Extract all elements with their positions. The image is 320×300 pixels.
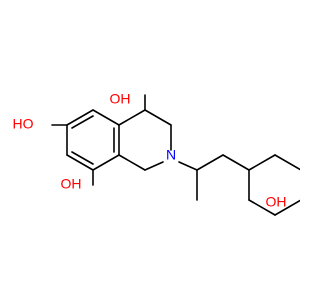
bond bbox=[66, 109, 94, 126]
bond bbox=[196, 154, 224, 171]
bond bbox=[118, 154, 146, 171]
aromatic-inner-bond bbox=[71, 151, 94, 165]
hydroxyl-label-c6: HO bbox=[13, 116, 34, 132]
bond bbox=[248, 154, 276, 171]
hydroxyl-label-c8: OH bbox=[61, 176, 82, 192]
bond bbox=[222, 154, 250, 171]
aromatic-inner-bond bbox=[71, 115, 94, 129]
bond bbox=[178, 161, 198, 171]
hydroxyl-label-c4: OH bbox=[110, 91, 131, 107]
phenol-hydroxyl-label: OH bbox=[266, 194, 287, 210]
bond bbox=[248, 199, 276, 216]
bond bbox=[274, 154, 300, 171]
bond bbox=[66, 154, 94, 171]
chemical-structure-diagram: OH HO OH N OH bbox=[13, 91, 300, 216]
bond bbox=[118, 109, 146, 126]
nitrogen-label: N bbox=[166, 147, 176, 163]
bond bbox=[274, 199, 300, 216]
bond bbox=[92, 154, 120, 171]
atom-labels: OH HO OH N OH bbox=[13, 91, 287, 210]
bonds bbox=[51, 94, 300, 216]
bond bbox=[144, 161, 164, 171]
bond bbox=[144, 109, 172, 126]
bond bbox=[92, 109, 120, 126]
